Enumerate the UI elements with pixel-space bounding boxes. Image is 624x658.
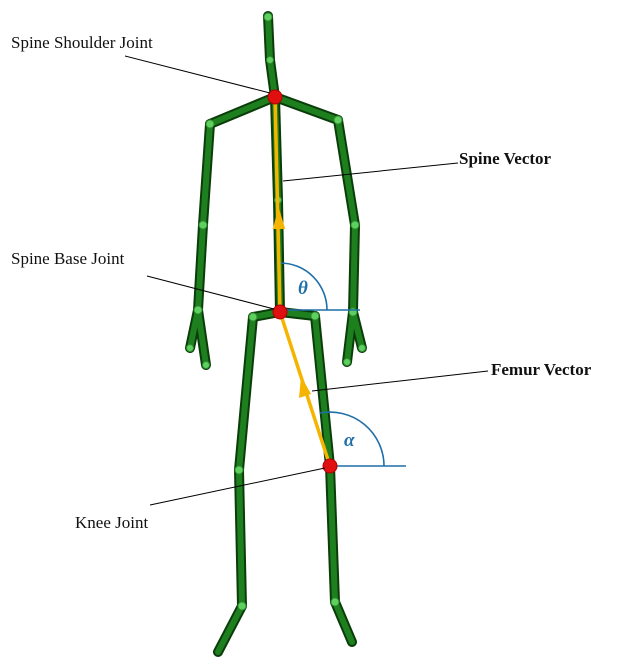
spine-vector-leader [283, 163, 458, 181]
spine-base-joint-marker [273, 305, 287, 319]
left-thumb-joint [203, 362, 210, 369]
right-shoulder-joint [334, 116, 342, 124]
spine-base-leader [147, 276, 274, 309]
femur-vector-arrowhead [299, 376, 311, 398]
knee-joint-label: Knee Joint [75, 513, 148, 532]
left-hip-joint [249, 313, 257, 321]
spine-shoulder-joint-marker [268, 90, 282, 104]
femur-vector-label: Femur Vector [491, 360, 592, 379]
knee-joint-marker [323, 459, 337, 473]
right-hand-tip-joint [344, 359, 351, 366]
right-hip-joint [311, 312, 319, 320]
left-ankle-joint [238, 602, 246, 610]
femur-vector-leader [312, 371, 488, 391]
right-thumb-joint [359, 345, 366, 352]
head-joint [264, 13, 272, 21]
left-knee-joint [235, 466, 243, 474]
left-thumb [198, 310, 206, 365]
right-elbow-joint [351, 221, 359, 229]
spine-angle-symbol: θ [298, 278, 308, 299]
left-wrist-joint [194, 306, 202, 314]
right-ankle-joint [331, 598, 339, 606]
left-elbow-joint [199, 221, 207, 229]
spine-base-joint-label: Spine Base Joint [11, 249, 125, 268]
spine-shoulder-leader [125, 56, 270, 93]
spine-shoulder-joint-label: Spine Shoulder Joint [11, 33, 153, 52]
left-hand-tip-joint [187, 345, 194, 352]
left-shoulder-joint [206, 120, 214, 128]
neck-joint [267, 57, 274, 64]
femur-angle-symbol: α [344, 430, 355, 451]
spine-vector-label: Spine Vector [459, 149, 552, 168]
